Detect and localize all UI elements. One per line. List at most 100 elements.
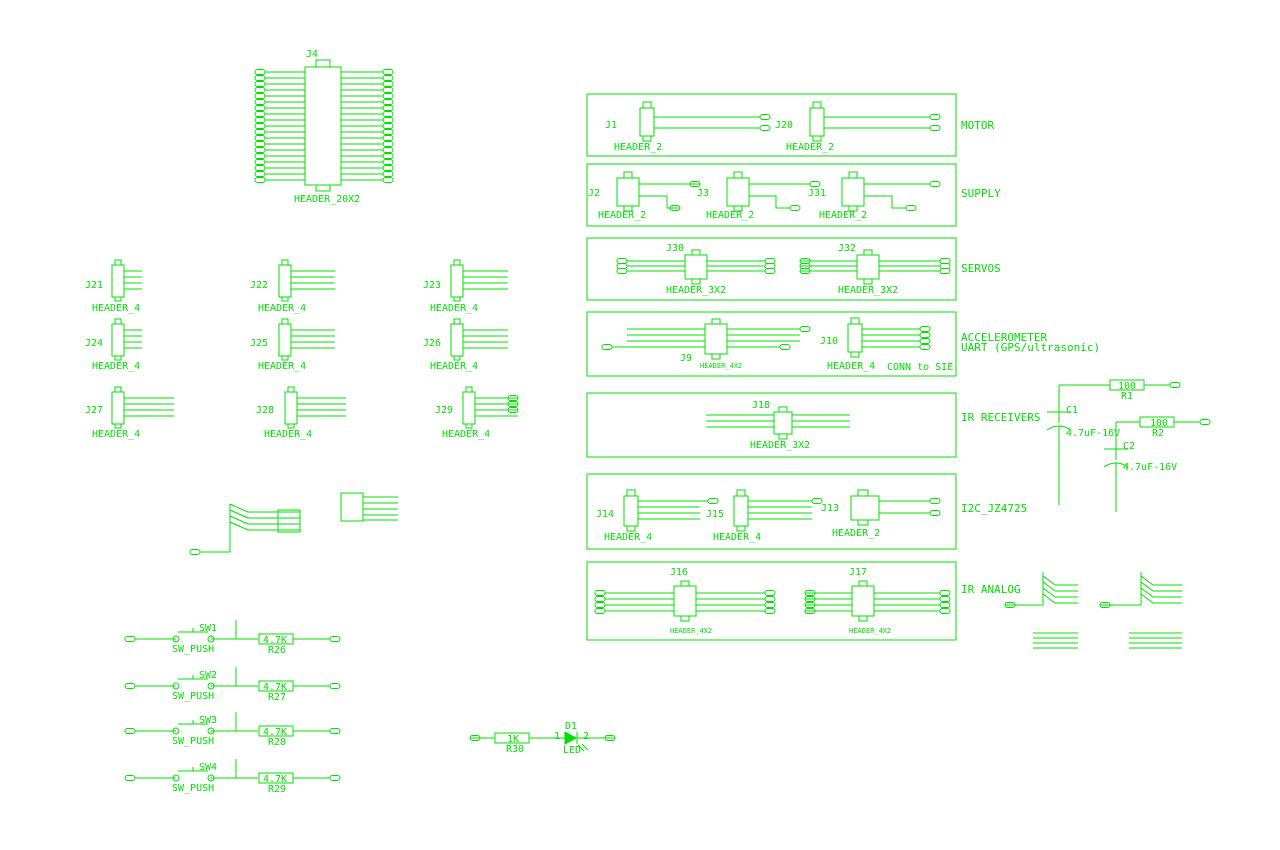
section-accel-title: ACCELEROMETER: [961, 331, 1047, 344]
switch-sw1: SW1 SW_PUSH 4.7K R26: [135, 620, 330, 656]
net-label-flag: [939, 263, 951, 269]
net-label-flag: [382, 147, 394, 153]
j14-ref: J14: [596, 509, 614, 520]
net-label-flag: [382, 135, 394, 141]
section-supply-title: SUPPLY: [961, 187, 1001, 200]
j31-value: HEADER_2: [819, 210, 867, 221]
j4-right-pins: [341, 71, 383, 181]
net-label-flag: [254, 165, 266, 171]
net-label-flag: [594, 596, 606, 602]
net-label-flag: [382, 117, 394, 123]
net-label-flag: [939, 258, 951, 264]
sw3-ref: SW3: [199, 715, 217, 726]
j31-ref: J31: [808, 188, 826, 199]
j15-ref: J15: [706, 509, 724, 520]
net-label-flag: [594, 590, 606, 596]
j26-value: HEADER_4: [430, 361, 478, 372]
section-accelerometer: ACCELEROMETER UART (GPS/ultrasonic) CONN…: [586, 311, 1100, 377]
connector-j23: J23 HEADER_4: [423, 259, 508, 314]
net-label-flag: [764, 268, 776, 274]
r27-ref: R27: [268, 692, 286, 703]
section-ir-receivers: IR RECEIVERS J18 HEADER_3X2: [586, 392, 1040, 458]
sw3-value: SW_PUSH: [172, 736, 214, 747]
j20-value: HEADER_2: [786, 142, 834, 153]
net-label-flag: [1099, 602, 1111, 608]
net-label-flag: [799, 326, 811, 332]
c1-ref: C1: [1066, 405, 1078, 416]
sw4-value: SW_PUSH: [172, 783, 214, 794]
net-label-flag: [254, 141, 266, 147]
j10-value: HEADER_4: [827, 361, 875, 372]
net-label-flag: [382, 105, 394, 111]
j16-ref: J16: [670, 567, 688, 578]
net-label-flag: [1199, 419, 1211, 425]
net-label-flags: [124, 69, 1211, 781]
j27-value: HEADER_4: [92, 429, 140, 440]
net-label-flag: [124, 728, 136, 734]
net-label-flag: [939, 590, 951, 596]
sw2-ref: SW2: [199, 670, 217, 681]
section-servos-title: SERVOS: [961, 262, 1001, 275]
net-label-flag: [507, 407, 519, 413]
net-label-flag: [382, 93, 394, 99]
j3-ref: J3: [697, 188, 709, 199]
net-label-flag: [329, 728, 341, 734]
j3-value: HEADER_2: [706, 210, 754, 221]
net-label-flag: [601, 344, 613, 350]
net-label-flag: [929, 125, 941, 131]
j23-ref: J23: [423, 280, 441, 291]
net-label-flag: [929, 114, 941, 120]
r27-value: 4.7K: [263, 682, 287, 693]
ir-analog-bus-entries: [1005, 572, 1182, 649]
d1-value: LED: [563, 745, 581, 756]
net-label-flag: [905, 205, 917, 211]
j29-ref: J29: [435, 405, 453, 416]
connector-j24: J24 HEADER_4: [85, 318, 142, 372]
header-20x2-j4: J4 HEADER_20X2: [265, 49, 383, 205]
j17-value: HEADER_4X2: [849, 627, 891, 635]
j9-ref: J9: [680, 353, 692, 364]
net-label-flag: [616, 268, 628, 274]
net-label-flag: [919, 344, 931, 350]
c1-value: 4.7uF-16V: [1066, 428, 1120, 439]
r28-ref: R28: [268, 737, 286, 748]
j2-value: HEADER_2: [598, 210, 646, 221]
connector-j21: J21 HEADER_4: [85, 259, 142, 314]
pushbutton-switches: SW1 SW_PUSH 4.7K R26 SW2 SW_PUSH 4.7K R2…: [135, 620, 330, 795]
connector-j29: J29 HEADER_4: [435, 386, 518, 440]
j1-value: HEADER_2: [614, 142, 662, 153]
net-label-flag: [382, 177, 394, 183]
net-label-flag: [254, 69, 266, 75]
net-label-flag: [1004, 602, 1016, 608]
net-label-flag: [124, 683, 136, 689]
net-label-flag: [329, 775, 341, 781]
j4-left-pins: [265, 71, 305, 181]
switch-sw4: SW4 SW_PUSH 4.7K R29: [135, 759, 330, 795]
net-label-flag: [939, 268, 951, 274]
net-label-flag: [254, 171, 266, 177]
j29-value: HEADER_4: [442, 429, 490, 440]
net-label-flag: [382, 87, 394, 93]
net-label-flag: [382, 75, 394, 81]
j2-ref: J2: [588, 188, 600, 199]
net-label-flag: [382, 69, 394, 75]
net-label-flag: [1169, 382, 1181, 388]
net-label-flag: [254, 153, 266, 159]
net-label-flag: [382, 129, 394, 135]
switch-sw3: SW3 SW_PUSH 4.7K R28: [135, 712, 330, 748]
j13-ref: J13: [821, 503, 839, 514]
net-label-flag: [929, 498, 941, 504]
net-label-flag: [929, 510, 941, 516]
j25-value: HEADER_4: [258, 361, 306, 372]
net-label-flag: [254, 93, 266, 99]
j21-ref: J21: [85, 280, 103, 291]
net-label-flag: [604, 735, 616, 741]
net-label-flag: [469, 735, 481, 741]
j28-value: HEADER_4: [264, 429, 312, 440]
net-label-flag: [254, 117, 266, 123]
j4-ref: J4: [306, 49, 318, 60]
net-label-flag: [507, 401, 519, 407]
net-label-flag: [759, 114, 771, 120]
section-servos: SERVOS J30 HEADER_3X2 J32 HEADER_3X2: [586, 237, 1001, 301]
net-label-flag: [929, 181, 941, 187]
